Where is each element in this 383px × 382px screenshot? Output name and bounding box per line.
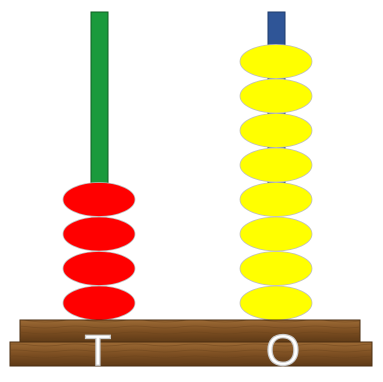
- ones-beads: [240, 45, 312, 321]
- ones-bead: [240, 252, 312, 286]
- ones-label: O: [266, 326, 300, 375]
- ones-bead: [240, 114, 312, 148]
- tens-bead: [63, 252, 135, 286]
- tens-bead: [63, 286, 135, 320]
- ones-bead: [240, 45, 312, 79]
- tens-label: T: [85, 326, 112, 375]
- tens-bead: [63, 183, 135, 217]
- ones-bead: [240, 286, 312, 320]
- tens-beads: [63, 183, 135, 321]
- wooden-base: [10, 320, 372, 366]
- ones-bead: [240, 79, 312, 113]
- ones-bead: [240, 217, 312, 251]
- tens-rod: [91, 12, 108, 202]
- ones-bead: [240, 148, 312, 182]
- tens-bead: [63, 217, 135, 251]
- ones-bead: [240, 183, 312, 217]
